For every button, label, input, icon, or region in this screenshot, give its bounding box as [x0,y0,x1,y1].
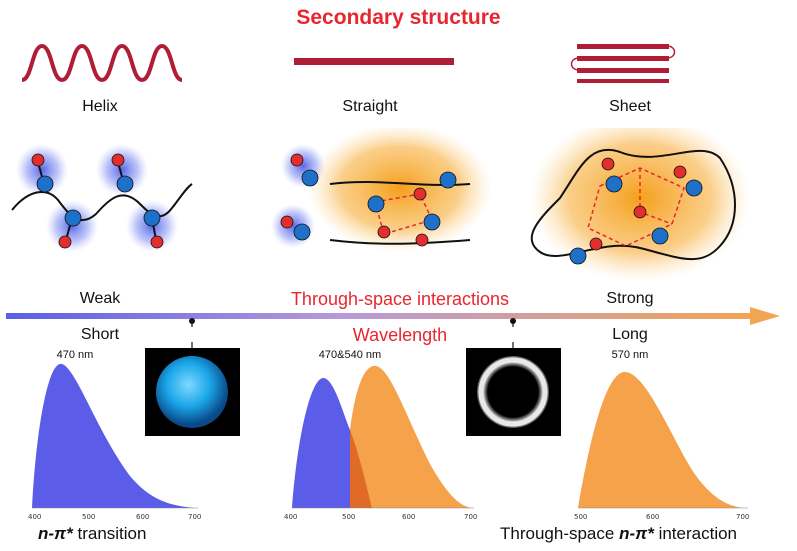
tick-600: 600 [402,513,415,520]
helix-molecule [11,144,193,252]
sheet-icon [570,44,676,83]
n-pi-star-label: n-π* [619,524,654,543]
straight-icon [294,58,454,65]
sheet-label: Sheet [609,98,651,115]
tick-400: 400 [284,513,297,520]
right-caption: Through-space n-π* interaction [500,524,795,544]
spectrum-orange: 500 600 700 [574,371,749,520]
straight-molecule [271,128,492,252]
transition-label: transition [72,524,147,543]
long-label: Long [612,326,648,343]
molecular-illustration [11,128,750,282]
tick-600: 600 [646,513,659,520]
peak-label-1: 470 nm [56,349,94,361]
helix-label: Helix [82,98,118,115]
through-space-interactions-label: Through-space interactions [290,289,510,309]
helix-icon [21,43,183,83]
sheet-molecule [530,128,750,282]
tick-500: 500 [82,513,95,520]
tick-700: 700 [188,513,201,520]
wavelength-label: Wavelength [352,325,448,345]
blue-emission-photo [145,342,240,436]
spectrum-dual: 400 500 600 700 [284,365,477,520]
short-label: Short [80,326,120,343]
peak-label-2: 470&540 nm [318,349,382,361]
tick-700: 700 [736,513,749,520]
tick-500: 500 [342,513,355,520]
interaction-label: interaction [653,524,738,543]
tick-500: 500 [574,513,587,520]
straight-label: Straight [342,98,398,115]
diagram-title: Secondary structure [296,6,501,29]
weak-label: Weak [79,290,121,307]
spectrum-blue: 400 500 600 700 [28,363,201,520]
peak-label-3: 570 nm [611,349,649,361]
tick-400: 400 [28,513,41,520]
tick-600: 600 [136,513,149,520]
through-space-label: Through-space [500,524,620,543]
left-caption: n-π* transition [38,524,238,544]
gradient-arrow [6,307,780,327]
tick-700: 700 [464,513,477,520]
n-pi-star-label: n-π* [38,524,73,543]
white-emission-photo [466,342,561,436]
strong-label: Strong [606,290,654,307]
